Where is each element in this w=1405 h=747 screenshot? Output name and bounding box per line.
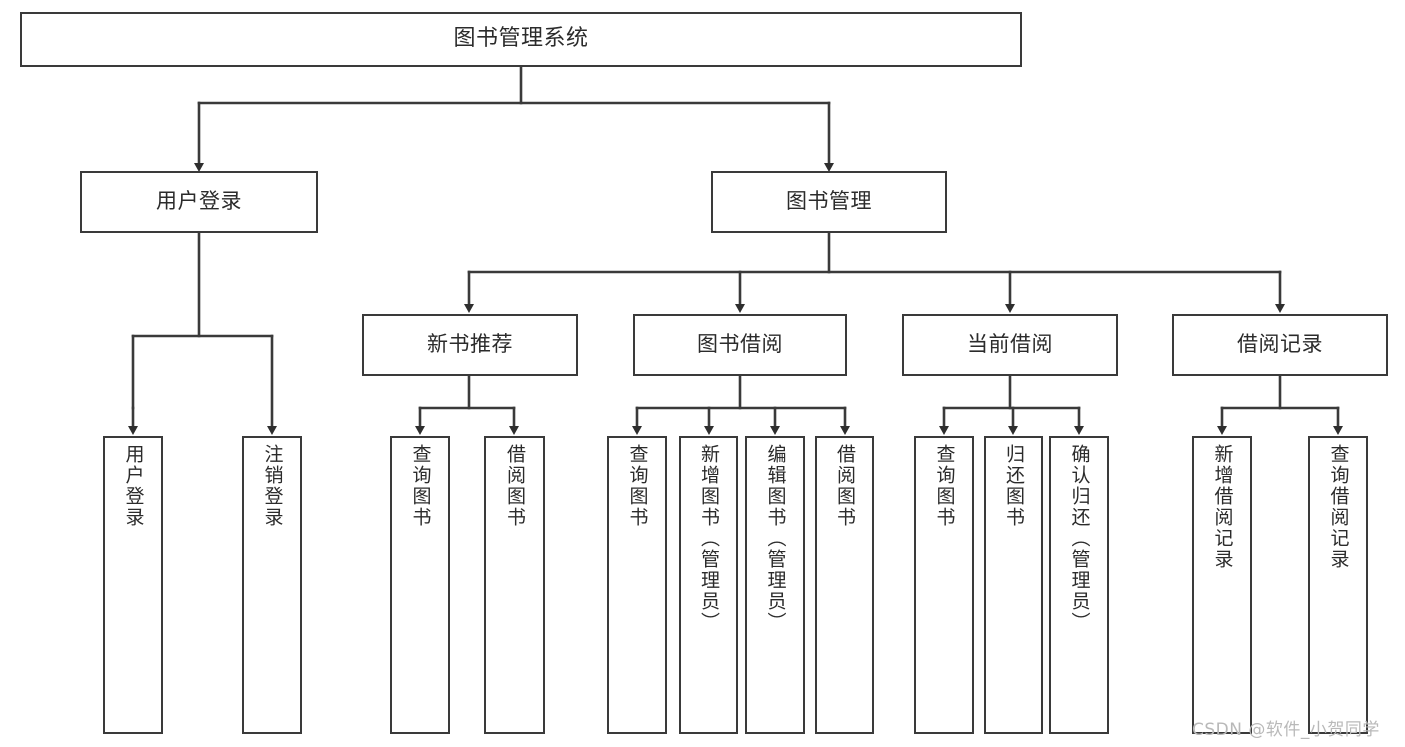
node-label: 查询借阅记录	[1327, 444, 1350, 570]
leaf-add-book-admin[interactable]: 新增图书（管理员）	[679, 436, 738, 734]
leaf-query-borrow-record[interactable]: 查询借阅记录	[1308, 436, 1368, 734]
leaf-query-books-current[interactable]: 查询图书	[914, 436, 974, 734]
node-label: 确认归还（管理员）	[1068, 444, 1091, 633]
node-label: 当前借阅	[967, 332, 1053, 357]
node-label: 借阅记录	[1237, 332, 1323, 357]
leaf-query-books-newbook[interactable]: 查询图书	[390, 436, 450, 734]
node-book-management[interactable]: 图书管理	[711, 171, 947, 233]
node-label: 查询图书	[409, 444, 432, 528]
node-label: 归还图书	[1003, 444, 1025, 528]
leaf-return-books[interactable]: 归还图书	[984, 436, 1043, 734]
node-borrow-record[interactable]: 借阅记录	[1172, 314, 1388, 376]
node-root-system[interactable]: 图书管理系统	[20, 12, 1022, 67]
node-new-book-recommend[interactable]: 新书推荐	[362, 314, 578, 376]
node-current-borrow[interactable]: 当前借阅	[902, 314, 1118, 376]
leaf-confirm-return-admin[interactable]: 确认归还（管理员）	[1049, 436, 1109, 734]
node-label: 图书借阅	[697, 332, 783, 357]
node-label: 新增图书（管理员）	[698, 444, 720, 633]
leaf-query-books-borrow[interactable]: 查询图书	[607, 436, 667, 734]
leaf-borrow-books-newbook[interactable]: 借阅图书	[484, 436, 545, 734]
node-label: 图书管理系统	[453, 26, 589, 52]
leaf-user-login[interactable]: 用户登录	[103, 436, 163, 734]
watermark-csdn: CSDN @软件_小贺同学	[1192, 720, 1380, 740]
node-label: 用户登录	[122, 444, 145, 528]
node-label: 新增借阅记录	[1211, 444, 1234, 570]
node-label: 用户登录	[156, 189, 242, 214]
leaf-add-borrow-record[interactable]: 新增借阅记录	[1192, 436, 1252, 734]
leaf-logout[interactable]: 注销登录	[242, 436, 302, 734]
node-label: 编辑图书（管理员）	[764, 444, 787, 633]
leaf-borrow-books[interactable]: 借阅图书	[815, 436, 874, 734]
node-label: 查询图书	[933, 444, 956, 528]
node-label: 图书管理	[786, 189, 872, 214]
node-label: 新书推荐	[427, 332, 513, 357]
leaf-edit-book-admin[interactable]: 编辑图书（管理员）	[745, 436, 805, 734]
node-label: 借阅图书	[834, 444, 856, 528]
node-label: 注销登录	[261, 444, 284, 528]
node-user-login[interactable]: 用户登录	[80, 171, 318, 233]
node-label: 借阅图书	[504, 444, 526, 528]
node-label: 查询图书	[626, 444, 649, 528]
node-book-borrow[interactable]: 图书借阅	[633, 314, 847, 376]
